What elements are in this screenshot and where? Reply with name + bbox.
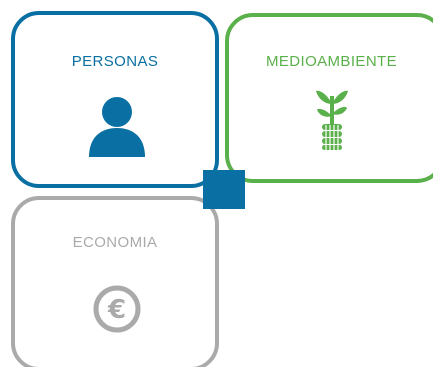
plant-coins-icon bbox=[316, 88, 348, 150]
coin-stack-low bbox=[322, 138, 342, 144]
plant-leaf-top-left bbox=[316, 90, 332, 104]
plant-leaf-mid-right bbox=[332, 106, 347, 115]
euro-coin-outer bbox=[93, 285, 141, 333]
coin-stack-top bbox=[322, 124, 342, 130]
tile-medioambiente-label: MEDIOAMBIENTE bbox=[265, 53, 398, 70]
euro-sign-glyph: € bbox=[107, 295, 126, 325]
person-icon-head bbox=[102, 97, 132, 127]
euro-coin-icon: € bbox=[92, 284, 142, 334]
tile-economia[interactable]: ECONOMIA € bbox=[11, 196, 219, 367]
plant-leaf-mid-left bbox=[317, 108, 332, 117]
coin-stack-mid bbox=[322, 131, 342, 137]
person-icon bbox=[89, 95, 145, 157]
person-icon-body bbox=[89, 128, 145, 157]
tile-medioambiente[interactable]: MEDIOAMBIENTE bbox=[225, 13, 433, 183]
tile-personas[interactable]: PERSONAS bbox=[11, 11, 219, 188]
plant-stem bbox=[330, 96, 334, 124]
tile-connector-square bbox=[203, 170, 245, 209]
coin-stack-base bbox=[322, 145, 342, 150]
plant-leaf-top-right bbox=[332, 90, 348, 104]
tile-personas-label: PERSONAS bbox=[71, 53, 159, 70]
tile-economia-label: ECONOMIA bbox=[72, 234, 158, 251]
